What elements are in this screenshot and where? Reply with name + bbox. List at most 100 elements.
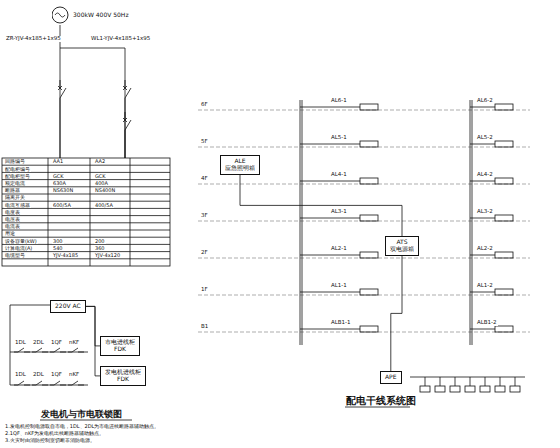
title-underline xyxy=(345,407,410,408)
panel-box xyxy=(495,141,513,147)
annotation-text: 5F xyxy=(200,139,209,145)
annotation-text: 2DL xyxy=(32,372,45,378)
breaker-symbol xyxy=(123,86,127,90)
wire-line xyxy=(300,218,360,219)
contact-symbol xyxy=(42,352,48,353)
breaker-symbol xyxy=(125,80,126,88)
wire-line xyxy=(300,292,360,293)
breaker-symbol xyxy=(125,88,131,98)
annotation-text: YJV-4x185 xyxy=(52,253,79,258)
annotation-text: 540 xyxy=(52,246,64,251)
sine-mark xyxy=(55,13,65,17)
panel-box xyxy=(435,386,445,392)
annotation-text: 电缆型号 xyxy=(4,253,26,258)
annotation-text: 电流互感器 xyxy=(4,203,31,208)
annotation-text: 设备容量(kW) xyxy=(4,239,38,244)
annotation-text: 用途 xyxy=(4,231,16,236)
distribution-box: APE xyxy=(380,371,402,384)
annotation-text: 2DL xyxy=(32,340,45,346)
annotation-text: 400A xyxy=(94,181,109,186)
panel-box xyxy=(480,386,490,392)
annotation-text: 1DL xyxy=(14,340,27,346)
table-rule xyxy=(2,251,170,252)
panel-box xyxy=(450,386,460,392)
annotation-text: AL6-2 xyxy=(476,98,494,104)
breaker-symbol xyxy=(58,86,62,90)
annotation-text: 隔离开关 xyxy=(4,195,26,200)
annotation-text: 额定电流 xyxy=(4,181,26,186)
annotation-text: 电压表 xyxy=(4,217,21,222)
wire-line xyxy=(300,255,360,256)
diagram-title: 配电干线系统图 xyxy=(345,396,417,406)
node-subtitle: 应急照明箱 xyxy=(225,165,255,172)
annotation-text: 配电柜编号 xyxy=(4,167,31,172)
annotation-text: AL2-2 xyxy=(476,246,494,252)
table-rule xyxy=(2,230,170,231)
wire-line xyxy=(10,385,88,386)
panel-box xyxy=(495,215,513,221)
node-subtitle: FDK xyxy=(105,376,141,383)
annotation-text: 200 xyxy=(94,239,106,244)
trunk-line xyxy=(300,100,301,345)
annotation-text: 配电柜型号 xyxy=(4,174,31,179)
wire-line xyxy=(10,305,50,306)
wire-line xyxy=(470,255,495,256)
contact-symbol xyxy=(14,385,18,386)
annotation-text: NS400N xyxy=(94,188,116,193)
table-rule xyxy=(2,215,170,216)
trunk-line xyxy=(302,100,303,345)
annotation-text: AL6-1 xyxy=(330,98,348,104)
annotation-text: 1DL xyxy=(14,372,27,378)
contact-symbol xyxy=(78,352,84,353)
wire-line xyxy=(60,25,61,158)
power-source-box: 220V AC xyxy=(50,300,86,313)
breaker-symbol xyxy=(60,98,61,158)
table-rule xyxy=(2,222,170,223)
annotation-text: B1 xyxy=(200,324,209,330)
annotation-text: 2F xyxy=(200,250,209,256)
breaker-symbol xyxy=(125,98,126,158)
contact-symbol xyxy=(72,381,78,385)
annotation-text: 电度表 xyxy=(4,210,21,215)
panel-box xyxy=(360,215,378,221)
panel-box xyxy=(510,386,520,392)
table-rule xyxy=(2,179,170,180)
panel-box xyxy=(495,326,513,332)
annotation-text: 300 xyxy=(52,239,64,244)
annotation-text: GCK xyxy=(94,174,107,179)
contact-symbol xyxy=(36,381,42,385)
wire-line xyxy=(470,377,471,386)
table-rule xyxy=(2,194,170,195)
annotation-text: AL2-1 xyxy=(330,246,348,252)
generator-circle xyxy=(52,6,70,24)
wire-line xyxy=(470,218,495,219)
contact-symbol xyxy=(24,385,30,386)
node-subtitle: 双电源箱 xyxy=(390,246,414,253)
annotation-text: AA1 xyxy=(52,159,64,164)
annotation-text: 1QF xyxy=(50,340,63,346)
breaker-symbol xyxy=(125,120,131,130)
contact-symbol xyxy=(32,385,36,386)
table-rule xyxy=(2,208,170,209)
table-frame xyxy=(2,158,170,266)
breaker-symbol xyxy=(60,88,66,98)
contact-symbol xyxy=(78,385,84,386)
wire-line xyxy=(10,305,11,385)
wire-connector xyxy=(391,256,402,371)
table-rule xyxy=(90,158,91,266)
wire-line xyxy=(425,377,426,386)
annotation-text: AL1-2 xyxy=(476,283,494,289)
annotation-text: YJV-4x120 xyxy=(94,253,121,258)
contact-symbol xyxy=(24,352,30,353)
contact-symbol xyxy=(42,385,48,386)
contact-symbol xyxy=(18,348,24,352)
contact-symbol xyxy=(50,352,54,353)
contact-symbol xyxy=(54,381,60,385)
trunk-line xyxy=(470,100,471,345)
panel-box xyxy=(420,386,430,392)
wire-connector xyxy=(240,175,402,236)
annotation-text: ALB1-2 xyxy=(476,320,498,326)
wire-line xyxy=(125,48,126,158)
contact-symbol xyxy=(68,385,72,386)
annotation-text: 计算电流(A) xyxy=(4,246,33,251)
